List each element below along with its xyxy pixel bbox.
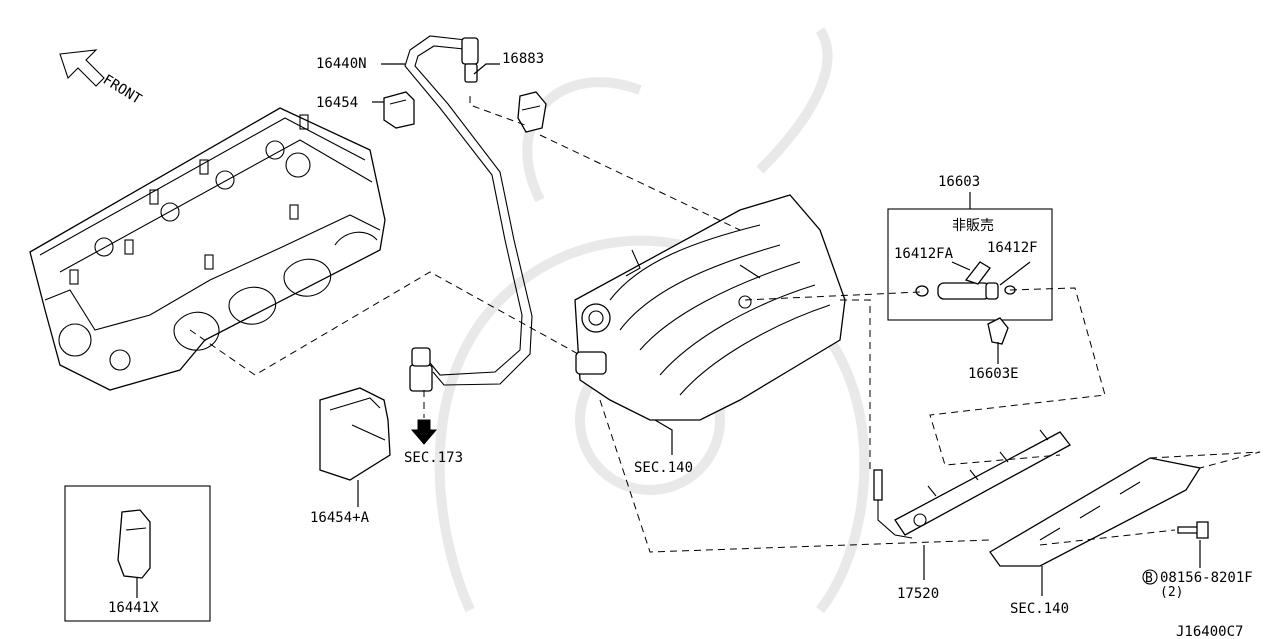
label-sec173: SEC.173 xyxy=(404,450,463,466)
label-17520: 17520 xyxy=(897,586,939,602)
label-16454: 16454 xyxy=(316,95,358,111)
label-sec140-manifold: SEC.140 xyxy=(634,460,693,476)
bolt-icon xyxy=(1177,521,1209,539)
diagram-code: J16400C7 xyxy=(1176,624,1243,639)
part-16441X-box xyxy=(64,485,211,622)
injector-16603 xyxy=(915,261,1016,300)
bolt-qty: (2) xyxy=(1160,585,1183,600)
intake-manifold xyxy=(574,194,846,421)
label-16440N: 16440N xyxy=(316,56,367,72)
leader-lines xyxy=(136,63,1201,598)
bolt-code: 08156-8201F xyxy=(1160,570,1253,586)
label-16412F: 16412F xyxy=(987,240,1038,256)
bolt-label: B 08156-8201F (2) xyxy=(1142,569,1253,600)
label-16603E: 16603E xyxy=(968,366,1019,382)
label-16412FA: 16412FA xyxy=(894,246,954,262)
front-label: FRONT xyxy=(100,72,145,108)
part-16883 xyxy=(517,91,547,133)
bracket-16454A xyxy=(319,387,391,481)
label-16454A: 16454+A xyxy=(310,510,370,526)
bolt-prefix: B xyxy=(1145,571,1153,586)
cylinder-head xyxy=(29,107,386,391)
hose-16440N xyxy=(404,35,533,386)
not-for-sale-label: 非販売 xyxy=(952,218,994,234)
fitting-sec173 xyxy=(409,347,433,392)
cover-sec140 xyxy=(989,457,1202,567)
label-16883: 16883 xyxy=(502,51,544,67)
front-arrow-icon xyxy=(59,49,105,87)
clip-16603E xyxy=(987,317,1009,345)
label-sec140-cover: SEC.140 xyxy=(1010,601,1069,617)
part-16441X xyxy=(117,509,151,579)
down-arrow-icon xyxy=(410,419,438,445)
label-16603: 16603 xyxy=(938,174,980,190)
reference-lines xyxy=(189,96,1261,553)
clip-16454 xyxy=(383,91,415,129)
label-16441X: 16441X xyxy=(108,600,159,616)
